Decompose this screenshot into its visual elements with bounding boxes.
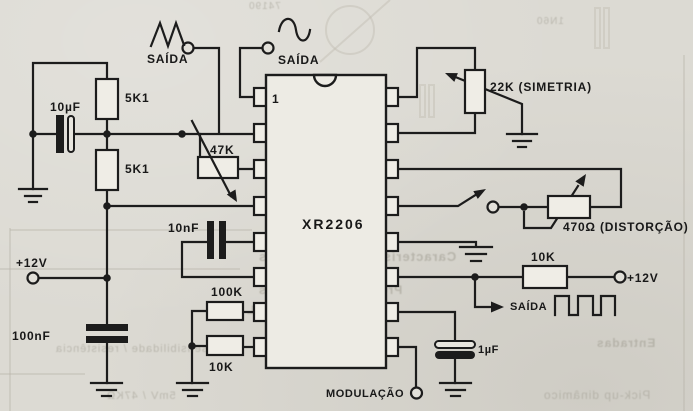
wire [180, 240, 256, 279]
wire [396, 167, 623, 209]
resistor-5k1-bottom [94, 148, 120, 192]
ground-symbol [17, 187, 49, 204]
wires [31, 46, 623, 389]
ghost-capacitor [419, 84, 426, 118]
capacitor-10nf [207, 221, 226, 259]
ic-body [264, 73, 388, 370]
label-1uf: 1µF [478, 344, 499, 356]
sine-wave-icon [277, 17, 312, 42]
terminal-distortion [486, 200, 500, 214]
label-vcc-left: +12V [16, 256, 48, 270]
arrow-pin4 [473, 189, 486, 199]
wire [473, 275, 494, 309]
ground-symbol [89, 381, 124, 398]
capacitor-1uf [434, 340, 476, 359]
label-saida-square: SAÍDA [510, 300, 547, 313]
label-22k-simetria: 22K (SIMETRIA) [490, 80, 592, 94]
label-vcc-right: +12V [627, 271, 659, 285]
label-5k1-top: 5K1 [125, 91, 149, 105]
wire [31, 61, 109, 191]
ic-part-label: XR2206 [302, 216, 365, 232]
wire [396, 310, 457, 343]
resistor-10k-bottom [205, 334, 245, 357]
ground-symbol [458, 245, 494, 263]
label-modulacao: MODULAÇÃO [326, 387, 404, 400]
terminal-sine-output [261, 41, 275, 55]
wire [396, 345, 418, 389]
label-10k-bottom: 10K [209, 360, 233, 374]
wire [192, 46, 221, 135]
wire [238, 46, 264, 99]
wiper-arrow-22k [445, 73, 458, 82]
ic-pin1-label: 1 [272, 92, 279, 106]
terminal-vcc-left [26, 271, 40, 285]
label-10nf: 10nF [168, 221, 199, 235]
square-wave-icon [553, 294, 617, 317]
wire [396, 46, 477, 99]
label-47k: 47K [210, 143, 234, 157]
ground-symbol [175, 381, 210, 398]
capacitor-10uf [56, 115, 75, 153]
label-10uf: 10µF [50, 100, 81, 114]
ground-symbol [505, 132, 539, 149]
wire [396, 192, 479, 208]
resistor-10k-pullup [521, 264, 569, 290]
terminal-vcc-right [613, 270, 627, 284]
label-100k: 100K [211, 285, 243, 299]
potentiometer-22k-symmetry [463, 68, 487, 115]
potentiometer-470-distortion [546, 194, 592, 220]
terminal-modulation [409, 386, 424, 400]
ghost-meter-circle [325, 5, 375, 55]
triangle-wave-icon [149, 19, 186, 50]
junction-dots [29, 130, 528, 350]
ic-notch [312, 73, 338, 88]
wire [396, 240, 478, 248]
ground-symbol [438, 381, 473, 398]
wiper-arrow-470 [575, 174, 586, 187]
label-10k-pullup: 10K [531, 250, 555, 264]
square-output-arrow-icon [491, 301, 504, 313]
label-saida-sine: SAÍDA [278, 52, 319, 67]
potentiometer-47k [196, 155, 240, 180]
wire [396, 111, 477, 135]
label-5k1-bottom: 5K1 [125, 162, 149, 176]
wire [190, 309, 209, 385]
resistor-5k1-top [94, 77, 120, 121]
ic-xr2206: 1 XR2206 [252, 73, 400, 370]
capacitor-100nf [86, 324, 128, 343]
label-470-distorcao: 470Ω (DISTORÇÃO) [563, 219, 689, 234]
wiper-arrow-47k [190, 119, 237, 202]
resistor-100k [205, 300, 245, 322]
label-100nf: 100nF [12, 329, 51, 343]
label-saida-triangle: SAÍDA [147, 51, 188, 66]
